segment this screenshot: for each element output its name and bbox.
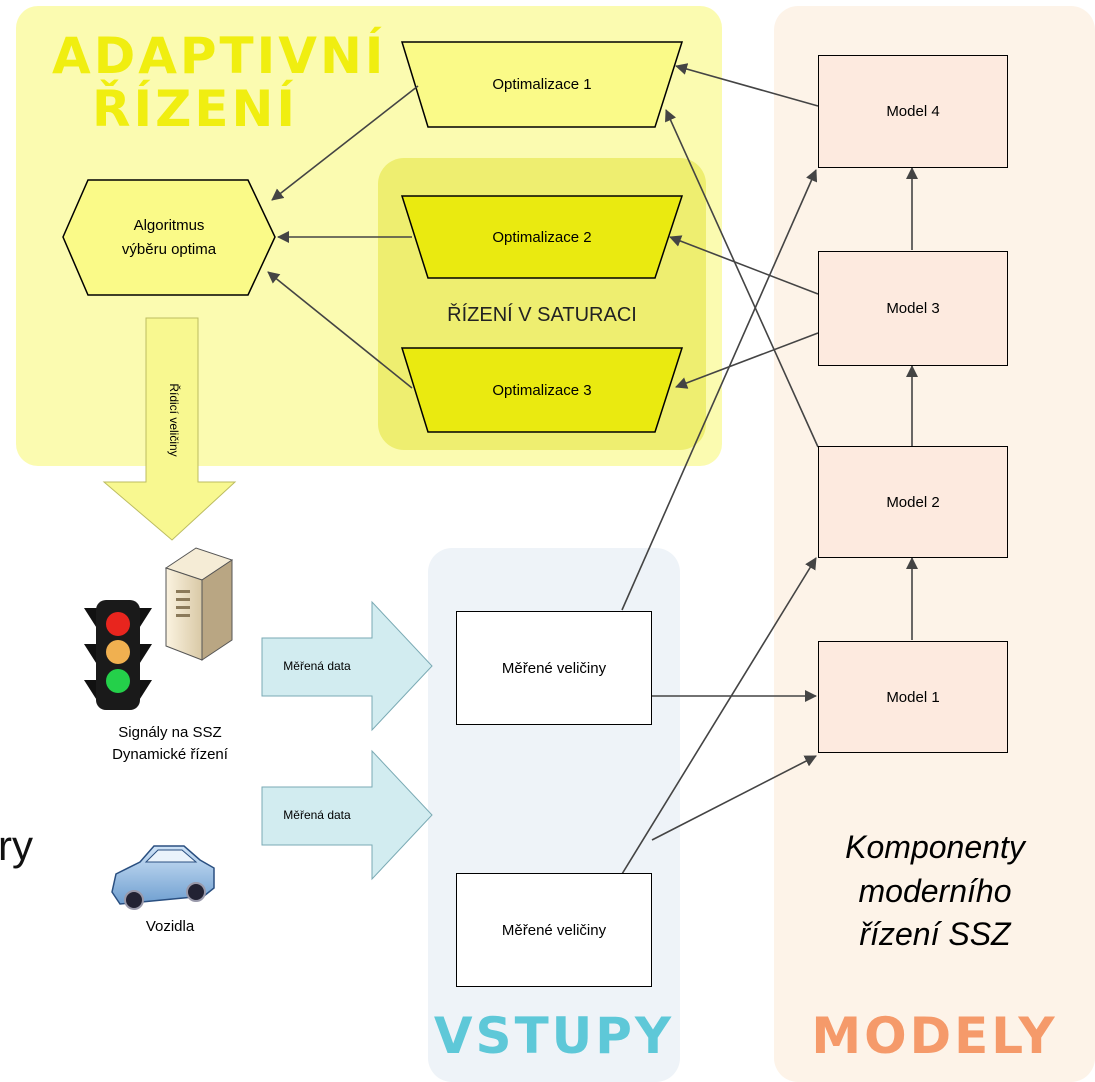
control-variables-label: Řídicí veličiny bbox=[167, 383, 181, 457]
measured-data-arrow-1 bbox=[261, 600, 433, 732]
car-icon bbox=[111, 845, 215, 910]
model-4-box: Model 4 bbox=[818, 55, 1008, 168]
optimization-3-shape bbox=[400, 347, 684, 433]
measured-input-2-box: Měřené veličiny bbox=[456, 873, 652, 987]
adaptive-title-line-2: ŘÍZENÍ bbox=[92, 79, 298, 138]
measured-data-label-1: Měřená data bbox=[283, 659, 351, 673]
inputs-title: VSTUPY bbox=[433, 1007, 675, 1065]
arrow-model3-to-opt2 bbox=[669, 235, 819, 295]
adaptive-title: ADAPTIVNÍ ŘÍZENÍ bbox=[52, 27, 387, 138]
signals-caption: Signály na SSZ Dynamické řízení bbox=[70, 722, 270, 766]
vehicles-caption: Vozidla bbox=[145, 918, 195, 935]
measured-input-1-box: Měřené veličiny bbox=[456, 611, 652, 725]
cut-off-text: ry bbox=[0, 822, 33, 869]
measured-data-arrow-2 bbox=[261, 749, 433, 881]
arrow-model3-to-opt3 bbox=[675, 332, 819, 389]
components-caption-line-3: řízení SSZ bbox=[859, 916, 1011, 953]
model-1-box: Model 1 bbox=[818, 641, 1008, 753]
arrow-opt3-to-algorithm bbox=[267, 271, 413, 389]
arrow-opt1-to-algorithm bbox=[271, 85, 419, 201]
model-3-box: Model 3 bbox=[818, 251, 1008, 366]
model-2-box: Model 2 bbox=[818, 446, 1008, 558]
adaptive-title-line-1: ADAPTIVNÍ bbox=[52, 27, 387, 85]
optimization-1-shape bbox=[400, 41, 684, 128]
arrow-model4-to-opt1 bbox=[675, 63, 819, 107]
components-caption-line-2: moderního bbox=[858, 872, 1012, 909]
saturation-label: ŘÍZENÍ V SATURACI bbox=[447, 304, 637, 326]
control-variables-arrow bbox=[102, 317, 237, 541]
components-caption: Komponenty moderního řízení SSZ bbox=[800, 826, 1070, 957]
algorithm-hexagon bbox=[62, 179, 276, 296]
traffic-light-icon bbox=[84, 600, 152, 710]
measured-data-label-2: Měřená data bbox=[283, 808, 351, 822]
models-title: MODELY bbox=[811, 1007, 1058, 1065]
arrow-input2-to-model1 bbox=[651, 755, 817, 841]
arrow-model2-to-opt1 bbox=[665, 109, 819, 448]
components-caption-line-1: Komponenty bbox=[845, 829, 1025, 865]
signals-caption-line-1: Signály na SSZ bbox=[118, 724, 222, 741]
optimization-2-shape bbox=[400, 195, 684, 279]
signals-caption-line-2: Dynamické řízení bbox=[112, 745, 228, 763]
arrow-input2-to-model2 bbox=[621, 557, 817, 875]
server-icon bbox=[164, 547, 234, 661]
arrow-input1-to-model4 bbox=[621, 169, 818, 611]
